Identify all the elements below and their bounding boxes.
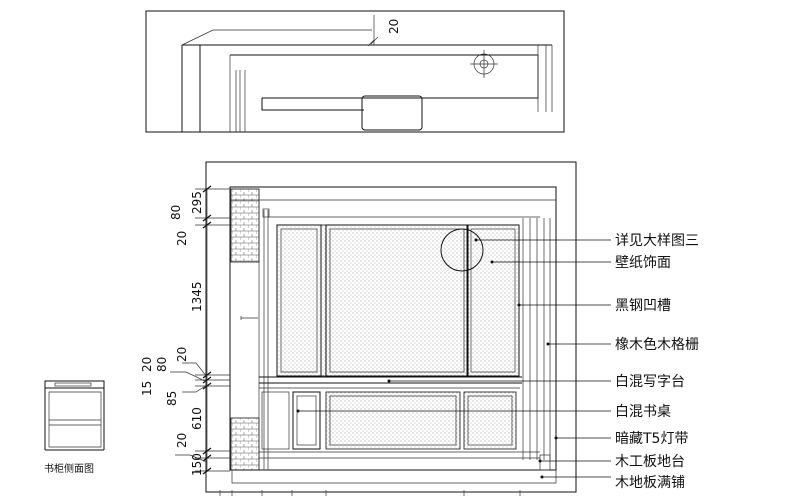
plan-view bbox=[145, 10, 565, 133]
side-view-caption: 书柜侧面图 bbox=[44, 462, 94, 475]
dim-80b: 80 bbox=[155, 357, 169, 372]
dimension-chain bbox=[170, 185, 230, 475]
label-grille: 橡木色木格栅 bbox=[615, 336, 699, 353]
label-led: 暗藏T5灯带 bbox=[615, 431, 688, 447]
dim-85: 85 bbox=[165, 391, 179, 406]
dim-20a: 20 bbox=[175, 231, 189, 246]
dim-1345: 1345 bbox=[190, 281, 204, 312]
label-groove: 黑钢凹槽 bbox=[615, 298, 671, 314]
dim-150: 150 bbox=[190, 453, 204, 476]
dim-20b: 20 bbox=[140, 357, 154, 372]
dim-20c: 20 bbox=[175, 347, 189, 362]
detail-callout-circle bbox=[440, 228, 484, 272]
label-detail: 详见大样图三 bbox=[615, 233, 699, 249]
label-wallpaper: 壁纸饰面 bbox=[615, 255, 671, 271]
side-view bbox=[44, 380, 105, 451]
dim-295: 295 bbox=[190, 191, 204, 214]
elevation-frame bbox=[205, 161, 577, 493]
leader-lines bbox=[298, 239, 611, 478]
dim-20d: 20 bbox=[175, 433, 189, 448]
left-column bbox=[230, 188, 260, 263]
left-column-bottom bbox=[230, 417, 260, 471]
label-desk: 白混书桌 bbox=[615, 404, 671, 420]
dim-80: 80 bbox=[169, 205, 183, 220]
dim-610: 610 bbox=[190, 407, 204, 430]
dim-15: 15 bbox=[140, 381, 154, 396]
top-dim: 20 bbox=[387, 19, 401, 34]
label-platform: 木工板地台 bbox=[615, 454, 685, 470]
label-floor: 木地板满铺 bbox=[615, 475, 685, 491]
label-desk-top: 白混写字台 bbox=[615, 374, 685, 390]
